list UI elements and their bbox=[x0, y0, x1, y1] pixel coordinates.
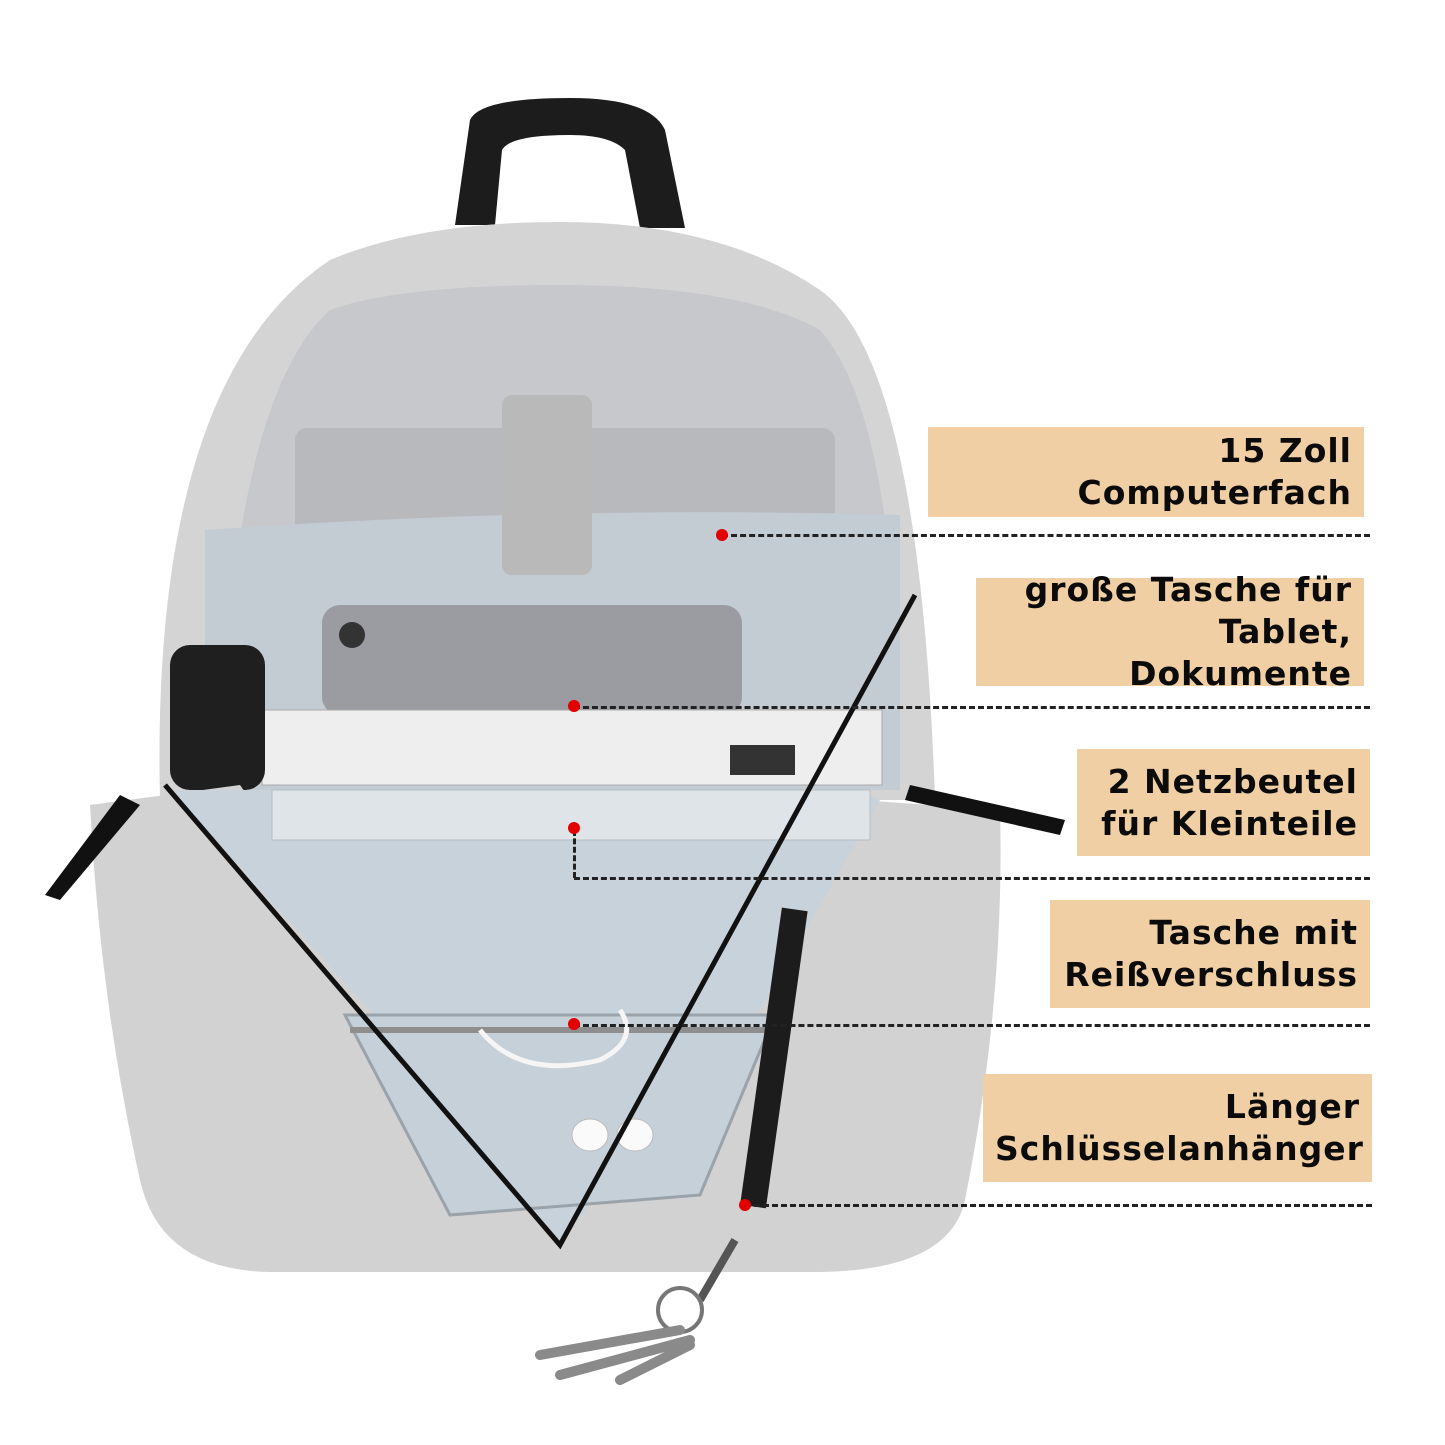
marker-dot bbox=[568, 822, 580, 834]
earbud bbox=[571, 1118, 609, 1152]
callout-text: Tasche mit bbox=[1149, 913, 1358, 952]
callout-text: 15 Zoll Computerfach bbox=[1077, 431, 1352, 512]
callout-text: Schlüsselanhänger bbox=[995, 1129, 1364, 1168]
callout-text: 2 Netzbeutel bbox=[1107, 761, 1358, 801]
zip-pull-left bbox=[45, 795, 140, 900]
leader-line bbox=[573, 830, 576, 878]
leader-line bbox=[722, 534, 1370, 537]
camera bbox=[339, 622, 365, 648]
callout-text: große Tasche für bbox=[1024, 570, 1352, 609]
callout-text: für Kleinteile bbox=[1101, 803, 1358, 843]
callout-tablet-pocket: große Tasche für Tablet, Dokumente bbox=[976, 570, 1364, 693]
marker-dot bbox=[568, 1018, 580, 1030]
top-handle bbox=[455, 98, 685, 228]
marker-dot bbox=[716, 529, 728, 541]
callout-text: Tablet, Dokumente bbox=[1129, 612, 1352, 693]
leader-line bbox=[745, 1204, 1372, 1207]
callout-computer-compartment: 15 Zoll Computerfach bbox=[928, 427, 1364, 517]
callout-text: Länger bbox=[1224, 1087, 1360, 1126]
leader-line bbox=[574, 877, 1370, 880]
marker-dot bbox=[739, 1199, 751, 1211]
earphone-cable bbox=[478, 1008, 630, 1069]
marker-dot bbox=[568, 700, 580, 712]
callout-zip-pocket: Tasche mit Reißverschluss bbox=[1050, 900, 1370, 1008]
key-strap bbox=[740, 907, 808, 1209]
callout-text: Reißverschluss bbox=[1064, 955, 1358, 994]
leader-line bbox=[574, 1024, 1370, 1027]
zip-pull-right bbox=[905, 785, 1065, 835]
leader-line bbox=[574, 706, 1370, 709]
main-zipper bbox=[163, 593, 918, 1250]
zip-pocket bbox=[342, 1013, 778, 1217]
callout-mesh-pockets: 2 Netzbeutel für Kleinteile bbox=[1077, 749, 1370, 856]
tablet bbox=[322, 605, 742, 715]
qr-code bbox=[730, 745, 795, 775]
callout-key-holder: Länger Schlüsselanhänger bbox=[983, 1074, 1372, 1182]
umbrella bbox=[170, 645, 265, 790]
key-clip bbox=[696, 1237, 739, 1303]
keys bbox=[535, 1325, 695, 1385]
laptop-strap bbox=[502, 395, 592, 575]
